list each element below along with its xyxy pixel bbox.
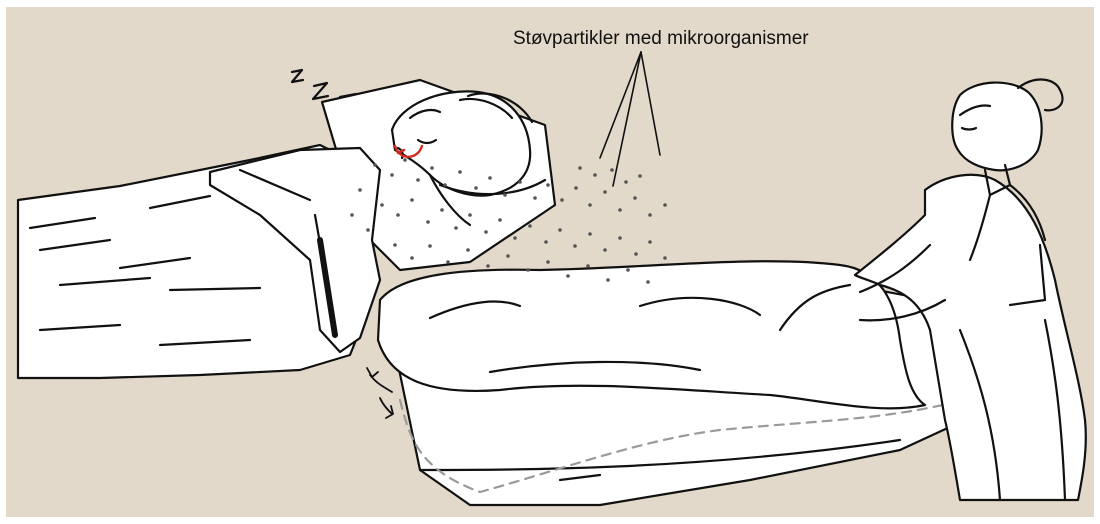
bed-sheet (378, 261, 925, 408)
annotation-leader-lines (600, 52, 660, 186)
annotation-label: Støvpartikler med mikroorganismer (513, 28, 809, 50)
air-movement-arrows-icon (367, 368, 393, 418)
